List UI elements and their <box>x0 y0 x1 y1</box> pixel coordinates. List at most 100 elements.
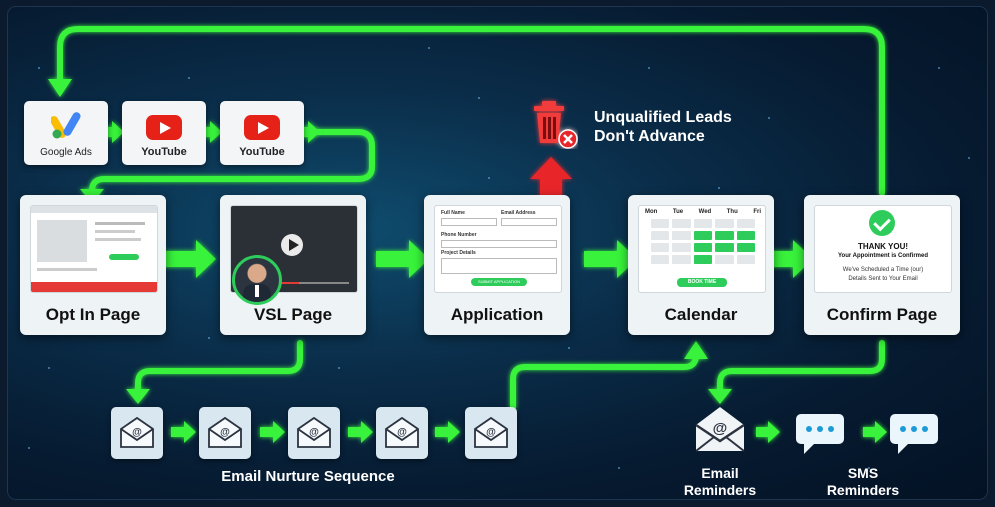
nurture-arrow-1 <box>171 421 196 443</box>
form-label-phone: Phone Number <box>441 232 477 238</box>
flow-connectors <box>48 26 887 443</box>
nurture-email-2: @ <box>199 407 251 459</box>
calendar-slot <box>651 255 670 264</box>
calendar-slot <box>736 231 755 240</box>
nurture-email-1: @ <box>111 407 163 459</box>
form-label-full-name: Full Name <box>441 210 465 216</box>
calendar-slot <box>715 243 734 252</box>
calendar-slot <box>736 243 755 252</box>
background-star <box>28 447 30 449</box>
stage-label-application: Application <box>450 305 544 324</box>
background-star <box>868 467 870 469</box>
form-label-email: Email Address <box>501 210 536 216</box>
background-star <box>48 367 50 369</box>
sms-reminders-label: SMS Reminders <box>808 465 918 499</box>
confirm-title: THANK YOU! <box>857 242 909 251</box>
email-reminders-line-1: Email <box>701 465 739 481</box>
unqualified-line-1: Unqualified Leads <box>594 109 732 126</box>
calendar-slot <box>736 219 755 228</box>
calendar-slot <box>715 231 734 240</box>
check-icon <box>869 210 895 236</box>
calendar-day-2: Wed <box>698 209 712 215</box>
calendar-slot <box>672 219 691 228</box>
loop-back-line <box>57 26 885 196</box>
submit-application-label: SUBMIT APPLICATION <box>477 279 521 284</box>
sms-chat-icon-2 <box>890 414 938 454</box>
reject-arrow <box>530 157 572 205</box>
calendar-slot <box>693 243 713 252</box>
vsl-to-nurture-arrowhead <box>126 389 150 404</box>
calendar-slot <box>693 255 713 264</box>
calendar-slot <box>715 219 734 228</box>
stage-confirm: THANK YOU! Your Appointment is Confirmed… <box>804 195 960 335</box>
calendar-slot <box>651 243 670 252</box>
play-icon <box>289 239 299 251</box>
confirm-subtitle: Your Appointment is Confirmed <box>838 253 928 259</box>
svg-text:@: @ <box>713 420 728 437</box>
calendar-slot <box>672 231 691 240</box>
background-star <box>188 77 190 79</box>
background-star <box>568 347 570 349</box>
background-star <box>938 67 940 69</box>
email-envelope-icon: @ <box>385 416 419 448</box>
sms-reminders-line-2: Reminders <box>826 482 900 498</box>
google-ads-card: Google Ads <box>24 101 108 165</box>
confirmation-screenshot: THANK YOU! Your Appointment is Confirmed… <box>814 205 952 293</box>
google-ads-label: Google Ads <box>40 147 92 158</box>
background-star <box>428 47 430 49</box>
confirm-line-2: Details Sent to Your Email <box>848 276 918 282</box>
youtube-label-2: YouTube <box>239 146 285 158</box>
email-envelope-icon: @ <box>208 416 242 448</box>
youtube-label-1: YouTube <box>141 146 187 158</box>
optin-page-screenshot <box>30 205 158 293</box>
calendar-slot <box>736 255 755 264</box>
background-star <box>388 477 390 479</box>
sms-chat-icon-1 <box>796 414 844 454</box>
calendar-slot <box>651 219 670 228</box>
youtube-card-2: YouTube <box>220 101 304 165</box>
vsl-video-screenshot <box>230 205 358 293</box>
presenter-avatar <box>232 255 282 305</box>
background-star <box>208 337 210 339</box>
nurture-email-5: @ <box>465 407 517 459</box>
email-envelope-icon: @ <box>120 416 154 448</box>
nurture-arrow-4 <box>435 421 460 443</box>
nurture-arrow-3 <box>348 421 373 443</box>
unqualified-label: Unqualified Leads Don't Advance <box>594 108 732 146</box>
application-form-screenshot: Full Name Email Address Phone Number Pro… <box>434 205 562 293</box>
background-star <box>618 467 620 469</box>
youtube-icon <box>146 115 182 140</box>
nurture-to-calendar-line <box>510 352 699 410</box>
sms-reminders-line-1: SMS <box>847 465 879 481</box>
background-star <box>338 367 340 369</box>
calendar-slot <box>693 231 713 240</box>
svg-text:@: @ <box>397 427 407 438</box>
confirm-line-1: We've Scheduled a Time (our) <box>842 267 924 273</box>
stage-optin: Opt In Page <box>20 195 166 335</box>
ads-to-optin-line <box>89 129 375 194</box>
youtube-card-1: YouTube <box>122 101 206 165</box>
ads-arrow-1 <box>102 121 124 143</box>
nurture-email-4: @ <box>376 407 428 459</box>
nurture-email-3: @ <box>288 407 340 459</box>
reminder-arrow-1 <box>756 421 780 443</box>
svg-text:@: @ <box>486 427 496 438</box>
calendar-day-1: Tue <box>672 209 684 215</box>
email-envelope-icon: @ <box>297 416 331 448</box>
ads-arrow-2 <box>200 121 222 143</box>
stage-label-optin: Opt In Page <box>45 305 141 324</box>
calendar-slot <box>693 219 713 228</box>
nurture-arrow-2 <box>260 421 285 443</box>
background-star <box>718 187 720 189</box>
calendar-slot <box>715 255 734 264</box>
ads-arrow-3 <box>298 121 320 143</box>
stage-label-confirm: Confirm Page <box>826 305 938 324</box>
background-star <box>478 97 480 99</box>
stage-label-calendar: Calendar <box>664 305 738 324</box>
calendar-grid <box>651 219 755 264</box>
form-label-details: Project Details <box>441 250 476 256</box>
